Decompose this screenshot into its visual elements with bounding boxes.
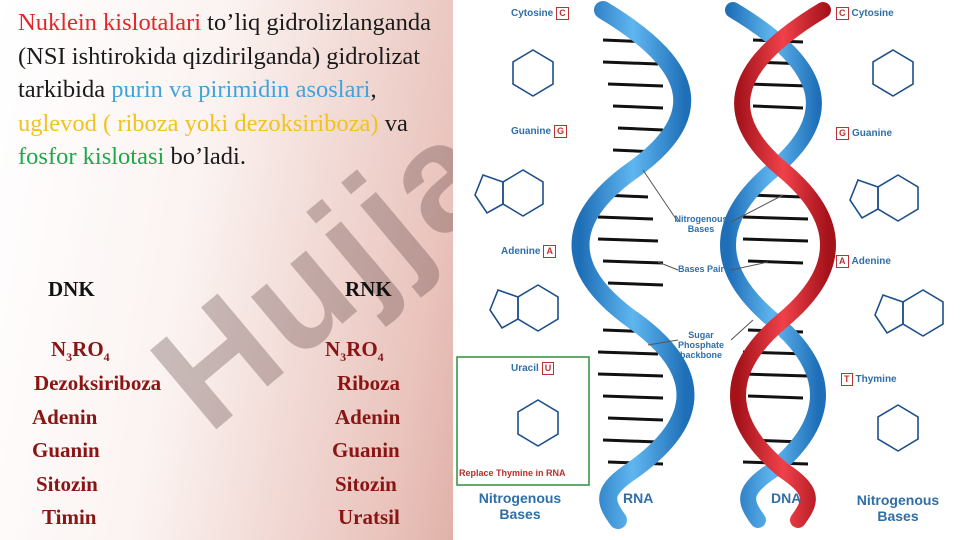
rna-strand (571, 1, 695, 529)
rnk-item: Adenin (335, 404, 401, 429)
rnk-item: Sitozin (335, 471, 397, 496)
bottom-dna-label: DNA (771, 490, 802, 506)
intro-paragraph: Nuklein kislotalari to’liq gidrolizlanga… (18, 6, 458, 174)
dnk-item: Adenin (32, 404, 98, 429)
callout-lines (642, 169, 784, 346)
bottom-rna-label: RNA (623, 490, 654, 506)
uracil-box (456, 356, 590, 486)
dna-strand-red (730, 2, 836, 528)
dna-rungs (742, 38, 809, 466)
para-comma: , (370, 76, 377, 103)
rnk-header: RNK (345, 277, 392, 301)
rnk-item: Uratsil (338, 505, 400, 529)
dnk-item: Guanin (32, 438, 100, 462)
dnk-item: Sitozin (36, 471, 98, 496)
para-carbohydrate: uglevod ( riboza yoki dezoksiriboza) (18, 109, 379, 137)
para-nucleic-acids: Nuklein kislotalari (18, 9, 202, 36)
dnk-formula: N3RO4 (51, 337, 110, 365)
dnk-item: Timin (42, 505, 97, 529)
helix-drawing (456, 1, 944, 529)
para-text-1: to’liq gidrolizlanganda (NSI ishtirokida… (18, 9, 432, 103)
rnk-formula: N3RO4 (325, 337, 384, 365)
rnk-item: Riboza (337, 371, 400, 395)
rna-rungs (597, 38, 664, 466)
sugar-phosphate-callout: Sugar Phosphate backbone (677, 330, 724, 360)
dnk-list: Dezoksiriboza Adenin Guanin Sitozin Timi… (32, 367, 162, 535)
rnk-item: Guanin (332, 438, 400, 462)
para-phosphoric-acid: fosfor kislotasi (18, 143, 165, 170)
para-end: bo’ladi. (164, 143, 246, 170)
para-bases: purin va pirimidin asoslari (111, 76, 371, 103)
para-and: va (378, 109, 408, 137)
dnk-header: DNK (48, 277, 95, 301)
molecule-rings (474, 49, 944, 452)
bottom-left-label: Nitrogenous Bases (478, 490, 562, 522)
nitrogenous-bases-callout: Nitrogenous Bases (674, 214, 728, 234)
replace-thymine-note: Replace Thymine in RNA (459, 468, 566, 478)
bases-pair-callout: Bases Pair (678, 264, 725, 274)
dnk-item: Dezoksiriboza (34, 371, 162, 395)
bottom-right-label: Nitrogenous Bases (856, 492, 940, 524)
rnk-list: Riboza Adenin Guanin Sitozin Uratsil (332, 367, 401, 535)
